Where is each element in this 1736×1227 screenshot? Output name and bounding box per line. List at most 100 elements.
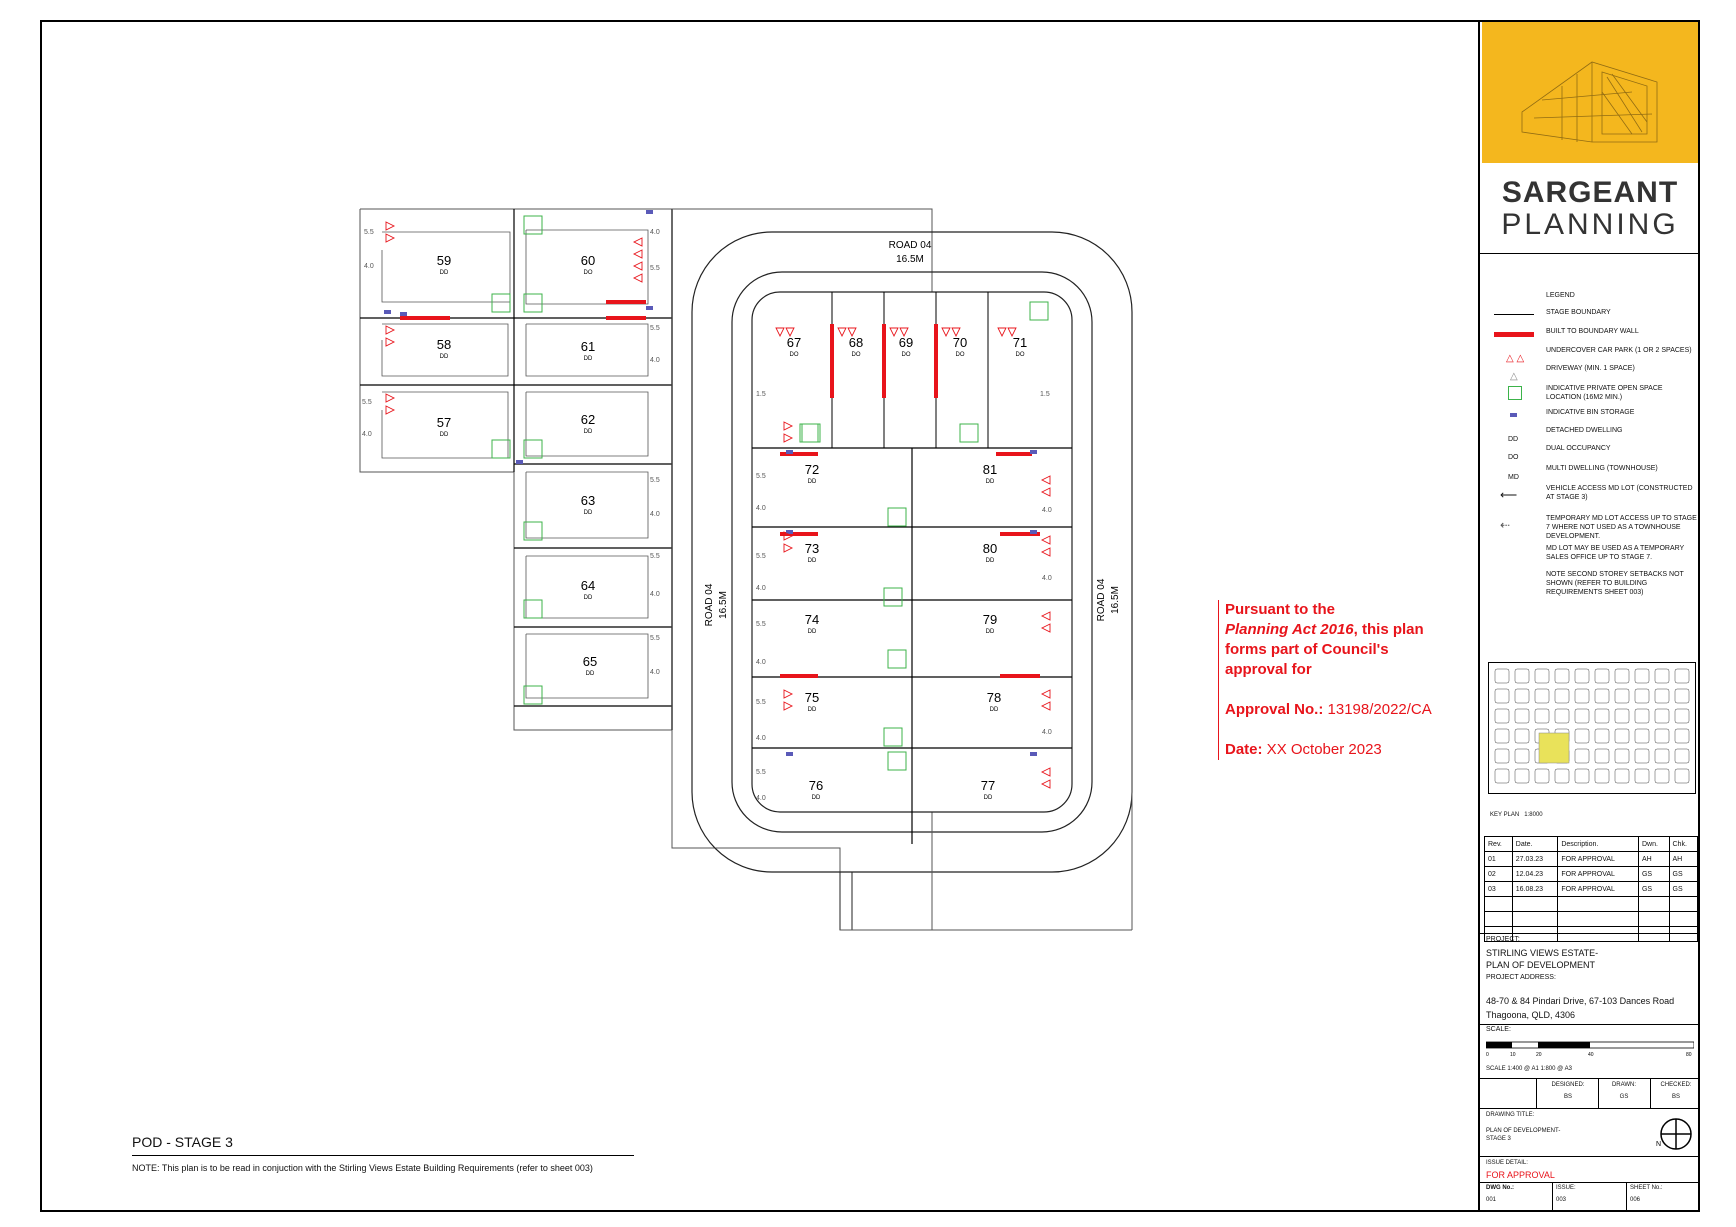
legend-item: NOTE SECOND STOREY SETBACKS NOT SHOWN (R… xyxy=(1480,570,1700,601)
drawing-title-1: PLAN OF DEVELOPMENT- xyxy=(1486,1128,1561,1134)
legend-label: DRIVEWAY (MIN. 1 SPACE) xyxy=(1546,365,1635,372)
lot-type-code: DD xyxy=(584,595,593,601)
key-plan-linework xyxy=(1494,668,1690,784)
bin-storage-marker xyxy=(786,752,793,756)
revision-cell: AH xyxy=(1668,851,1698,867)
bin-storage-marker xyxy=(516,460,523,464)
bin-storage-marker xyxy=(786,530,793,534)
carport-marker xyxy=(951,327,961,338)
carport-marker xyxy=(783,689,794,699)
drawn-label: DRAWN: xyxy=(1611,1082,1637,1088)
scale-tick: 80 xyxy=(1686,1052,1692,1058)
issue-detail-value: FOR APPROVAL xyxy=(1486,1170,1555,1180)
revision-cell: 16.08.23 xyxy=(1511,881,1559,897)
setback-dimension: 4.0 xyxy=(650,591,660,598)
lot-number-80: 80 xyxy=(983,541,997,556)
legend-code: DD xyxy=(1508,436,1519,443)
lot-type-code: DD xyxy=(808,707,817,713)
designed-label: DESIGNED: xyxy=(1551,1082,1585,1088)
open-space-square-icon xyxy=(1494,386,1534,400)
legend-label: STAGE BOUNDARY xyxy=(1546,309,1611,316)
revision-row-empty xyxy=(1484,896,1698,912)
road-top-width: 16.5M xyxy=(896,254,924,265)
setback-dimension: 4.0 xyxy=(1042,575,1052,582)
setback-dimension: 5.5 xyxy=(756,473,766,480)
scale-tick: 10 xyxy=(1510,1052,1516,1058)
private-open-space xyxy=(523,685,543,705)
legend-label: VEHICLE ACCESS MD LOT (CONSTRUCTED AT ST… xyxy=(1546,485,1693,501)
approval-line2: , this plan xyxy=(1353,621,1424,638)
carport-marker xyxy=(1040,767,1051,777)
legend-label: DETACHED DWELLING xyxy=(1546,427,1623,434)
key-plan-label: KEY PLAN xyxy=(1490,812,1520,818)
brand-logo-panel xyxy=(1482,22,1698,163)
lot-number-60: 60 xyxy=(581,253,595,268)
drawn-value: GS xyxy=(1619,1094,1629,1100)
bin-storage-marker xyxy=(1030,752,1037,756)
scale-text: SCALE 1:400 @ A1 1:800 @ A3 xyxy=(1486,1066,1572,1072)
project-name-1: STIRLING VIEWS ESTATE- xyxy=(1486,948,1599,958)
lot-type-code: DO xyxy=(956,352,965,358)
private-open-space xyxy=(491,439,511,459)
lot-type-code: DD xyxy=(808,479,817,485)
setback-dimension: 4.0 xyxy=(756,735,766,742)
revision-header: Rev.Date.Description.Dwn.Chk. xyxy=(1484,836,1698,852)
carport-marker xyxy=(837,327,847,338)
revision-cell: 27.03.23 xyxy=(1511,851,1559,867)
lot-number-70: 70 xyxy=(953,335,967,350)
private-open-space xyxy=(887,649,907,669)
legend-item: STAGE BOUNDARY xyxy=(1480,308,1700,321)
issue-no-value: 003 xyxy=(1556,1197,1567,1203)
sheet-border xyxy=(40,20,1700,1212)
legend-code-cell: MD xyxy=(1494,466,1534,481)
lot-number-61: 61 xyxy=(581,339,595,354)
revision-header-cell: Dwn. xyxy=(1637,836,1670,852)
carport-triangle-icon: △ △ xyxy=(1506,353,1525,364)
carport-marker xyxy=(385,337,396,347)
private-open-space xyxy=(887,507,907,527)
checked-value: BS xyxy=(1671,1094,1680,1100)
carport-marker xyxy=(997,327,1007,338)
carport-marker xyxy=(1040,689,1051,699)
setback-dimension: 5.5 xyxy=(650,265,660,272)
carport-marker xyxy=(1040,701,1051,711)
road-left-name: ROAD 04 xyxy=(704,583,715,626)
lot-type-code: DD xyxy=(584,356,593,362)
dwg-no-label: DWG No.: xyxy=(1486,1185,1514,1191)
approval-number-label: Approval No.: xyxy=(1225,701,1324,718)
carport-marker xyxy=(1040,611,1051,621)
carport-marker xyxy=(783,701,794,711)
lot-number-58: 58 xyxy=(437,337,451,352)
carport-marker xyxy=(1040,623,1051,633)
legend-item: BUILT TO BOUNDARY WALL xyxy=(1480,327,1700,340)
legend-code: MD xyxy=(1508,474,1519,481)
lot-number-75: 75 xyxy=(805,690,819,705)
setback-dimension: 4.0 xyxy=(756,505,766,512)
private-open-space xyxy=(523,521,543,541)
lot-type-code: DD xyxy=(808,558,817,564)
private-open-space xyxy=(523,293,543,313)
legend-label: BUILT TO BOUNDARY WALL xyxy=(1546,328,1639,335)
carport-marker xyxy=(385,405,396,415)
key-plan-scale: 1:8000 xyxy=(1524,812,1543,818)
revision-cell: FOR APPROVAL xyxy=(1557,866,1639,882)
lot-number-67: 67 xyxy=(787,335,801,350)
scale-bar: 0 10 20 40 80 xyxy=(1485,1040,1695,1060)
lot-number-78: 78 xyxy=(987,690,1001,705)
lot-type-code: DD xyxy=(584,429,593,435)
building-logo-icon xyxy=(1521,61,1658,143)
lot-number-65: 65 xyxy=(583,654,597,669)
legend-item: INDICATIVE PRIVATE OPEN SPACE LOCATION (… xyxy=(1480,384,1700,406)
issue-no-label: ISSUE: xyxy=(1556,1185,1576,1191)
scale-tick: 20 xyxy=(1536,1052,1542,1058)
drawing-title-2: STAGE 3 xyxy=(1486,1136,1511,1142)
legend-label: TEMPORARY MD LOT ACCESS UP TO STAGE 7 WH… xyxy=(1546,515,1697,540)
lot-number-68: 68 xyxy=(849,335,863,350)
legend-item: △DRIVEWAY (MIN. 1 SPACE) xyxy=(1480,364,1700,382)
lot-type-code: DD xyxy=(440,354,449,360)
setback-dimension: 5.5 xyxy=(650,325,660,332)
access-arrow-icon: ⟵ xyxy=(1500,488,1518,502)
